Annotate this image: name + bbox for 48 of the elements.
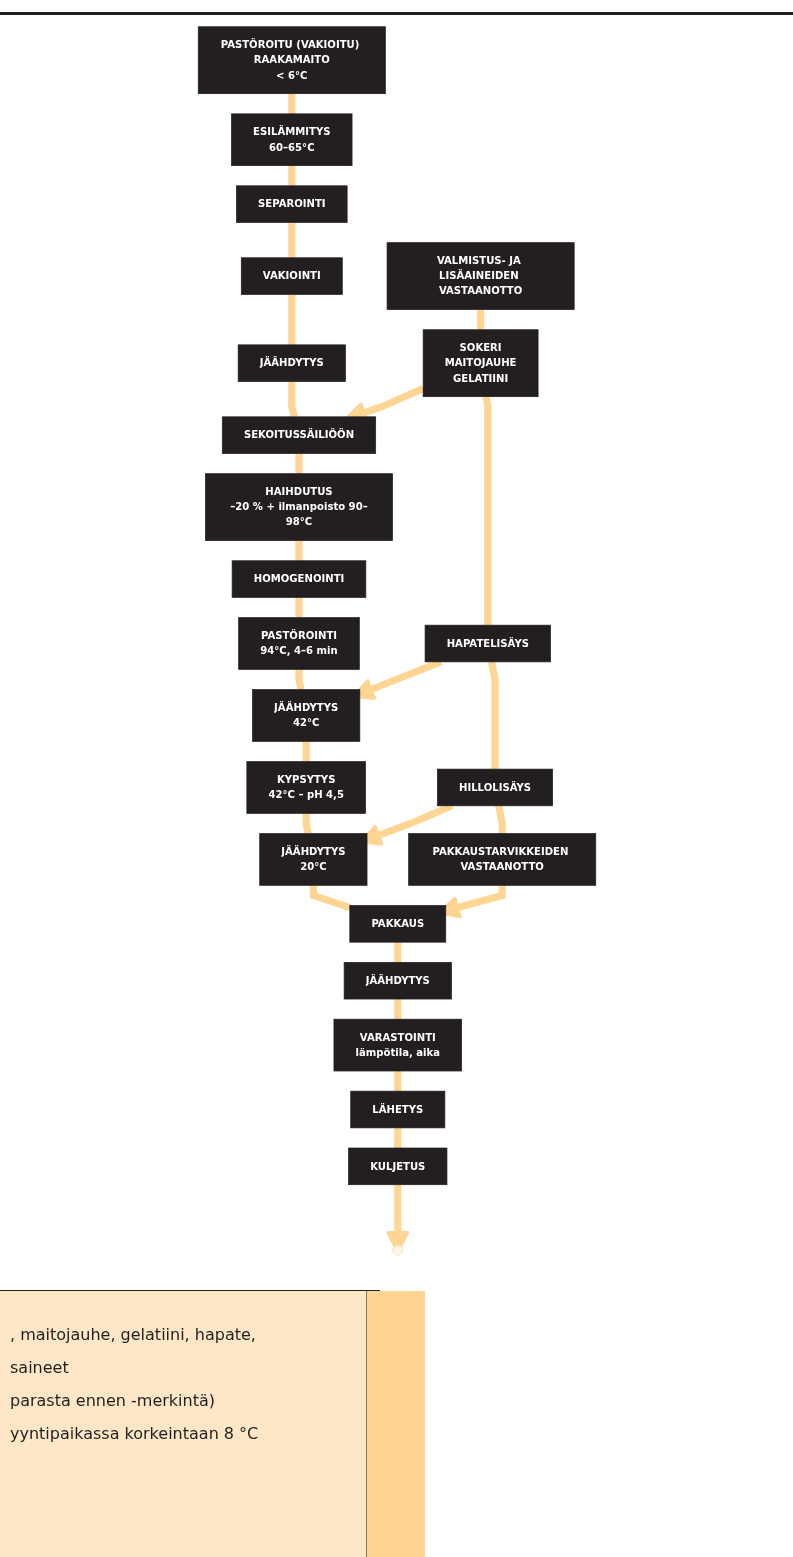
node-box xyxy=(221,416,376,454)
node-box xyxy=(231,560,366,598)
arrow xyxy=(385,1184,410,1255)
node-box xyxy=(197,26,386,95)
connector xyxy=(476,309,484,330)
flowchart-diagram: VALMISTUS- JA LISÄAINEIDEN VASTAANOTTO PASTÖROITU (VAKIOITU) RAAKAMAITO < 6°C ESILÄMMITYS 60–65°C SEPAROINTI VAKIOINTI JÄÄHDYTYS SOKERI MAITOJAUHE GELATIINI SEKOITUSSÄILIÖÖN HAIHDUTUS –20 % + ilmanpoisto 90–98°C HOMOGENOINTI PASTÖROINTI 94°C, 4–6 min JÄÄHDYTYS 42°C HAPATELISÄYS KYPSYTYS 42°C – pH 4,5 JÄÄHDYTYS 20°C HILLOLISÄYS PAKKAUS PAKKAUSTARVIKKEIDEN VASTAANOTTO JÄÄHDYTYS VARASTOINTI lämpötila, aika LÄHETYS KULJETUS xyxy=(6,21,787,1261)
connector xyxy=(393,999,401,1020)
node-box xyxy=(349,1090,445,1129)
node-box xyxy=(230,113,352,166)
connector xyxy=(393,1071,401,1092)
node-box xyxy=(422,329,538,398)
node-box xyxy=(436,768,553,807)
connector xyxy=(487,661,499,770)
note-text: parasta ennen -merkintä) xyxy=(10,1391,216,1410)
connector xyxy=(309,885,351,912)
note-text: yyntipaikassa korkeintaan 8 °C xyxy=(10,1424,260,1443)
node-box xyxy=(237,344,346,382)
connector xyxy=(302,813,312,835)
node-box xyxy=(386,242,575,310)
connector xyxy=(294,669,305,691)
node-box xyxy=(246,761,366,814)
connector xyxy=(302,741,310,762)
node-box xyxy=(407,833,596,886)
node-box xyxy=(240,257,343,295)
connector xyxy=(294,597,303,618)
connector xyxy=(287,222,295,258)
connector xyxy=(294,540,303,561)
node-box xyxy=(258,833,367,886)
connector xyxy=(287,381,298,418)
connector xyxy=(494,805,506,834)
connector xyxy=(287,165,295,186)
node-box xyxy=(333,1018,462,1072)
node-box xyxy=(347,1147,447,1186)
node-box xyxy=(204,473,393,541)
node-box xyxy=(237,617,360,670)
node-box xyxy=(251,689,360,742)
note-text: , maitojauhe, gelatiini, hapate, xyxy=(10,1325,257,1344)
node-box xyxy=(348,905,446,943)
connector xyxy=(393,942,401,963)
connector xyxy=(287,294,295,345)
connector xyxy=(287,93,295,114)
connector xyxy=(482,396,491,626)
node-box xyxy=(343,961,452,1000)
connector xyxy=(393,1127,401,1148)
connector xyxy=(294,453,303,474)
node-box xyxy=(424,624,551,663)
note-text: saineet xyxy=(10,1358,70,1377)
node-box xyxy=(235,185,347,223)
